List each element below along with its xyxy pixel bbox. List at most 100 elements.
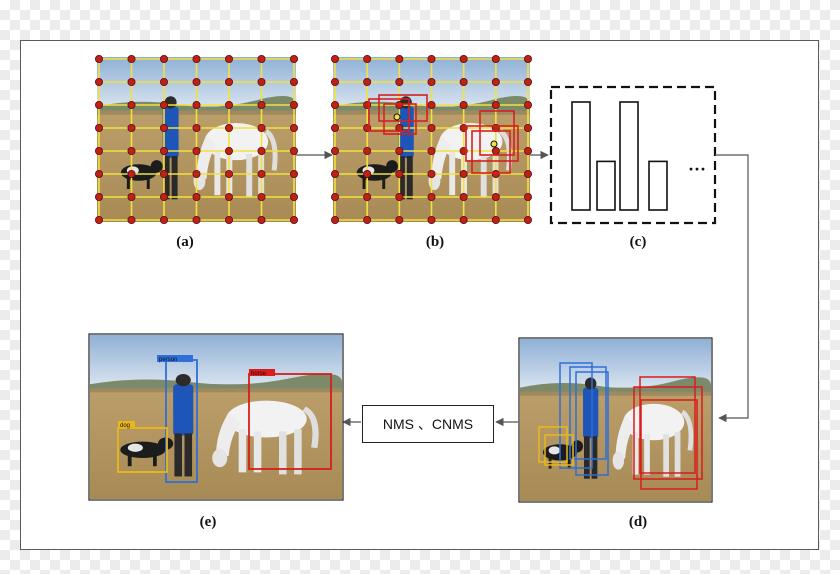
panel-d-image xyxy=(518,337,713,503)
histogram-bar xyxy=(596,160,616,211)
grid-point xyxy=(289,192,298,201)
grid-point xyxy=(491,169,500,178)
grid-point xyxy=(363,192,372,201)
histogram-bar xyxy=(648,160,668,211)
grid-point xyxy=(192,101,201,110)
grid-point xyxy=(127,78,136,87)
grid-point xyxy=(491,78,500,87)
grid-point xyxy=(159,146,168,155)
grid-point xyxy=(257,78,266,87)
grid-point xyxy=(459,78,468,87)
grid-point xyxy=(289,124,298,133)
grid-point xyxy=(192,215,201,224)
histogram-ellipsis: ··· xyxy=(688,159,706,179)
grid-point xyxy=(363,78,372,87)
grid-point xyxy=(127,101,136,110)
grid-point xyxy=(427,78,436,87)
panel-c-label: (c) xyxy=(629,234,647,250)
grid-point xyxy=(95,215,104,224)
dog-detection-box xyxy=(117,427,168,473)
grid-point xyxy=(491,192,500,201)
grid-point xyxy=(127,124,136,133)
grid-point xyxy=(95,78,104,87)
grid-point xyxy=(330,101,339,110)
grid-point xyxy=(159,55,168,64)
grid-point xyxy=(257,192,266,201)
grid-point xyxy=(395,146,404,155)
grid-point xyxy=(289,215,298,224)
grid-point xyxy=(363,146,372,155)
grid-point xyxy=(224,192,233,201)
grid-point xyxy=(427,215,436,224)
grid-point xyxy=(95,101,104,110)
horse-tag xyxy=(249,369,275,376)
grid-point xyxy=(127,146,136,155)
grid-point xyxy=(395,101,404,110)
grid-point xyxy=(257,55,266,64)
grid-point xyxy=(257,124,266,133)
grid-point xyxy=(224,169,233,178)
grid-point xyxy=(192,169,201,178)
grid-point xyxy=(257,101,266,110)
grid-point xyxy=(289,101,298,110)
grid-point xyxy=(427,192,436,201)
grid-point xyxy=(491,215,500,224)
grid-point xyxy=(395,78,404,87)
grid-point xyxy=(159,101,168,110)
grid-point xyxy=(524,78,533,87)
grid-point xyxy=(159,78,168,87)
grid-point xyxy=(427,101,436,110)
nms-box-text: NMS 、CNMS xyxy=(382,416,474,432)
grid-point xyxy=(289,78,298,87)
histogram-bar xyxy=(571,101,591,211)
anchor-center-person xyxy=(393,113,401,121)
grid-point xyxy=(427,146,436,155)
grid-point xyxy=(224,78,233,87)
grid-point xyxy=(491,101,500,110)
panel-b-image xyxy=(330,55,533,224)
grid-point xyxy=(224,55,233,64)
panel-c-histogram: ··· xyxy=(549,85,717,225)
grid-point xyxy=(330,215,339,224)
histogram-bars xyxy=(571,101,668,211)
grid-point xyxy=(427,124,436,133)
grid-point xyxy=(491,55,500,64)
grid-point xyxy=(224,124,233,133)
grid-point xyxy=(363,169,372,178)
panel-e-label: (e) xyxy=(199,514,217,530)
nms-process-box: NMS 、CNMS xyxy=(362,405,494,443)
grid-point xyxy=(524,169,533,178)
grid-point xyxy=(330,146,339,155)
anchor-boxes-b xyxy=(368,94,519,174)
grid-point xyxy=(192,78,201,87)
grid-point xyxy=(459,101,468,110)
grid-point xyxy=(363,55,372,64)
horse-tag-text: horse xyxy=(251,371,267,377)
grid-point xyxy=(330,169,339,178)
grid-b xyxy=(330,55,533,224)
panel-a-image xyxy=(95,55,298,224)
grid-point xyxy=(192,55,201,64)
grid-point xyxy=(289,146,298,155)
grid-point xyxy=(459,192,468,201)
grid-point xyxy=(159,124,168,133)
grid-point xyxy=(395,192,404,201)
grid-point xyxy=(330,78,339,87)
grid-point xyxy=(524,101,533,110)
grid-point xyxy=(459,169,468,178)
histogram-bar xyxy=(619,101,639,211)
grid-point xyxy=(257,169,266,178)
grid-point xyxy=(127,215,136,224)
grid-point xyxy=(192,146,201,155)
grid-point xyxy=(95,192,104,201)
grid-point xyxy=(427,169,436,178)
grid-point xyxy=(330,124,339,133)
horse-detection-box xyxy=(248,373,332,470)
grid-point xyxy=(192,192,201,201)
grid-point xyxy=(330,55,339,64)
grid-point xyxy=(289,55,298,64)
grid-point xyxy=(257,146,266,155)
grid-point xyxy=(127,169,136,178)
